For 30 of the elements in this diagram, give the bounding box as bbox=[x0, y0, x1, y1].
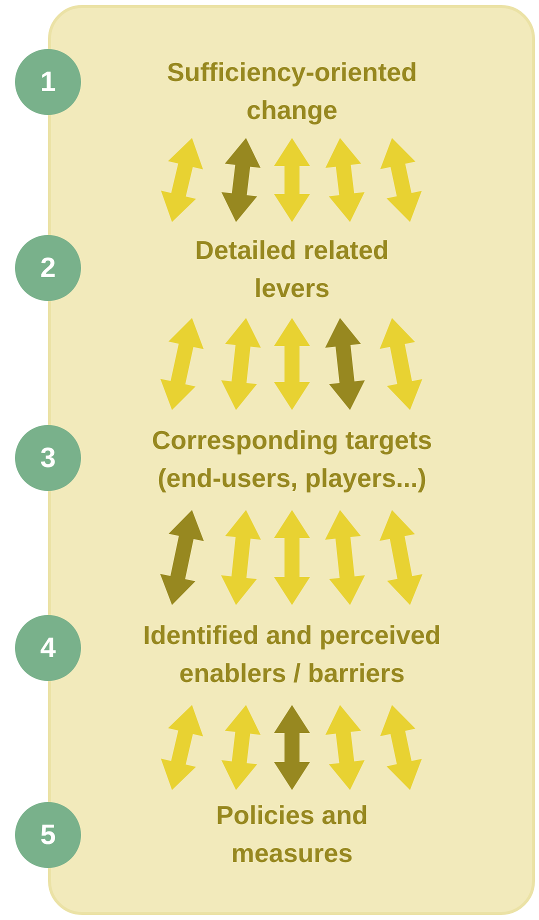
double-arrow bbox=[380, 705, 422, 790]
double-arrow bbox=[274, 510, 310, 605]
double-arrow bbox=[325, 318, 365, 410]
double-arrow bbox=[325, 510, 365, 605]
step-number-badge: 3 bbox=[15, 425, 81, 491]
double-arrow bbox=[160, 705, 204, 790]
level-heading: Detailed related levers bbox=[162, 222, 422, 318]
double-arrow bbox=[380, 138, 422, 222]
double-arrow bbox=[221, 705, 261, 790]
double-arrow bbox=[221, 510, 261, 605]
double-arrow bbox=[380, 318, 422, 410]
double-arrow bbox=[325, 138, 365, 222]
double-arrow bbox=[274, 705, 310, 790]
level-heading: Identified and perceived enablers / barriers bbox=[92, 605, 492, 705]
double-arrow bbox=[274, 138, 310, 222]
double-arrow bbox=[274, 318, 310, 410]
level-heading: Corresponding targets (end-users, players...) bbox=[122, 410, 462, 510]
double-arrow bbox=[160, 318, 204, 410]
double-arrow bbox=[380, 510, 422, 605]
step-number-badge: 1 bbox=[15, 49, 81, 115]
step-number-badge: 5 bbox=[15, 802, 81, 868]
level-heading: Sufficiency-oriented change bbox=[142, 45, 442, 138]
level-heading: Policies and measures bbox=[192, 790, 392, 880]
double-arrow bbox=[325, 705, 365, 790]
double-arrow bbox=[160, 510, 204, 605]
step-number-badge: 2 bbox=[15, 235, 81, 301]
step-number-badge: 4 bbox=[15, 615, 81, 681]
double-arrow bbox=[160, 138, 204, 222]
double-arrow bbox=[221, 318, 261, 410]
double-arrow bbox=[221, 138, 261, 222]
